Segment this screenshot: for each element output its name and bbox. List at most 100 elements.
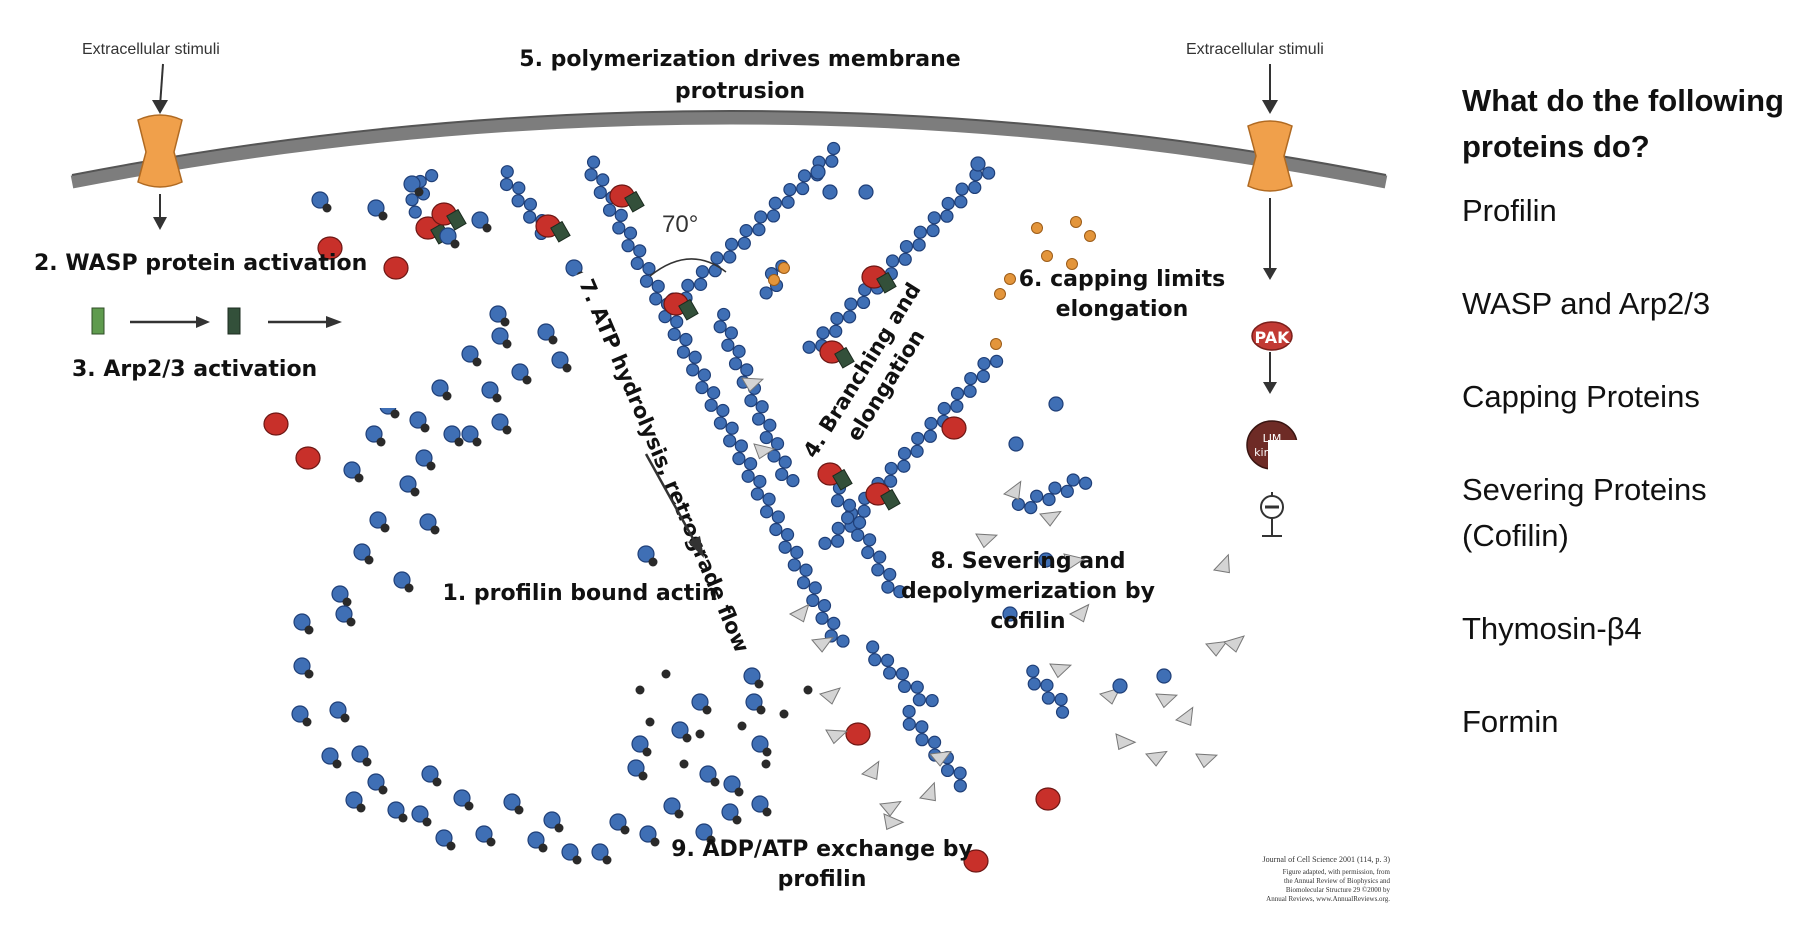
profilin-molecule — [380, 523, 390, 533]
profilin-molecule — [472, 357, 482, 367]
actin-monomer — [924, 416, 938, 431]
profilin-molecule — [322, 203, 332, 213]
actin-monomer — [351, 745, 369, 763]
profilin-molecule — [464, 801, 474, 811]
actin-monomer — [1054, 692, 1068, 707]
protein-item-formin: Formin — [1462, 704, 1559, 739]
profilin-molecule — [538, 843, 548, 853]
actin-monomer — [633, 244, 647, 258]
profilin-molecule — [390, 409, 400, 419]
actin-monomer — [954, 195, 968, 209]
actin-monomer — [970, 156, 986, 172]
actin-monomer — [836, 634, 850, 648]
actin-monomer — [1048, 481, 1062, 495]
question-panel: What do the following proteins do? Profi… — [1462, 78, 1792, 792]
actin-monomer — [321, 747, 339, 765]
actin-monomer — [767, 449, 781, 463]
actin-monomer — [866, 640, 880, 654]
actin-monomer — [343, 461, 361, 479]
actin-monomer — [721, 803, 739, 821]
profilin-molecule — [754, 679, 764, 689]
profilin-molecule — [602, 855, 612, 865]
profilin-molecule — [414, 187, 424, 197]
step5-label-2: protrusion — [675, 79, 805, 104]
stimuli-left-label: Extracellular stimuli — [82, 41, 220, 58]
actin-monomer — [831, 534, 845, 548]
capping-protein — [994, 288, 1006, 300]
profilin-molecule — [442, 391, 452, 401]
actin-monomer — [1011, 497, 1025, 511]
actin-monomer — [732, 451, 746, 466]
arp23-complex — [317, 236, 343, 260]
actin-monomer — [527, 831, 545, 849]
step9-label-2: profilin — [778, 867, 867, 892]
actin-monomer — [815, 611, 829, 625]
actin-monomer — [741, 469, 755, 483]
actin-monomer — [621, 239, 635, 253]
cofilin-molecule — [879, 800, 902, 817]
actin-monomer — [695, 265, 710, 279]
actin-monomer — [822, 184, 838, 200]
arp23-complex — [1035, 787, 1061, 811]
journal-credit: Journal of Cell Science 2001 (114, p. 3)… — [1263, 855, 1391, 903]
cofilin-molecule — [1098, 687, 1121, 705]
actin-monomer — [365, 425, 383, 443]
actin-monomer — [713, 416, 728, 430]
actin-monomer — [744, 394, 758, 408]
arp23-complex — [295, 446, 321, 470]
actin-monomer — [724, 326, 738, 340]
actin-monomer — [728, 357, 743, 371]
cofilin-molecule — [1174, 706, 1194, 726]
cofilin-molecule — [811, 636, 834, 653]
actin-monomer — [923, 429, 937, 443]
actin-monomer — [1066, 473, 1080, 487]
arp23-complex — [963, 849, 989, 873]
cofilin-molecule — [818, 687, 841, 705]
actin-monomer — [873, 550, 887, 564]
profilin-molecule — [340, 713, 350, 723]
actin-monomer — [816, 326, 830, 340]
profilin-molecule — [500, 317, 510, 327]
actin-monomer — [799, 563, 813, 577]
actin-monomer — [883, 666, 897, 680]
actin-monomer — [671, 721, 689, 739]
protein-list: Profilin WASP and Arp2/3 Capping Protein… — [1462, 188, 1792, 745]
profilin-molecule — [410, 487, 420, 497]
actin-monomer — [387, 801, 405, 819]
actin-monomer — [883, 567, 897, 582]
capping-protein — [768, 274, 780, 286]
profilin-molecule — [378, 211, 388, 221]
actin-monomer — [941, 196, 955, 211]
svg-text:Figure adapted, with permissio: Figure adapted, with permission, from — [1283, 868, 1391, 876]
actin-monomer — [976, 369, 990, 383]
actin-monomer — [810, 164, 826, 180]
actin-monomer — [861, 545, 875, 560]
profilin-molecule — [756, 705, 766, 715]
actin-monomer — [796, 181, 810, 196]
arp23-complex — [383, 256, 409, 280]
actin-monomer — [411, 805, 429, 823]
protein-item-severing: Severing Proteins (Cofilin) — [1462, 472, 1707, 553]
actin-monomer — [481, 381, 499, 399]
profilin-molecule — [302, 717, 312, 727]
actin-monomer — [439, 227, 457, 245]
actin-monomer — [1008, 436, 1024, 452]
actin-monomer — [631, 735, 649, 753]
actin-monomer — [461, 425, 479, 443]
actin-monomer — [471, 211, 489, 229]
actin-monomer — [739, 224, 753, 238]
actin-monomer — [591, 843, 609, 861]
actin-monomer — [1112, 678, 1128, 694]
actin-monomer — [963, 384, 977, 398]
arp23-complex — [263, 412, 289, 436]
actin-monomer — [763, 418, 777, 432]
cofilin-molecule — [1063, 553, 1086, 570]
actin-monomer — [796, 576, 811, 590]
profilin-molecule — [342, 597, 352, 607]
profilin-molecule — [356, 803, 366, 813]
profilin-molecule — [642, 747, 652, 757]
actin-monomer — [778, 540, 792, 554]
profilin-molecule — [426, 461, 436, 471]
wasp-protein — [876, 271, 897, 294]
actin-monomer — [584, 168, 598, 182]
